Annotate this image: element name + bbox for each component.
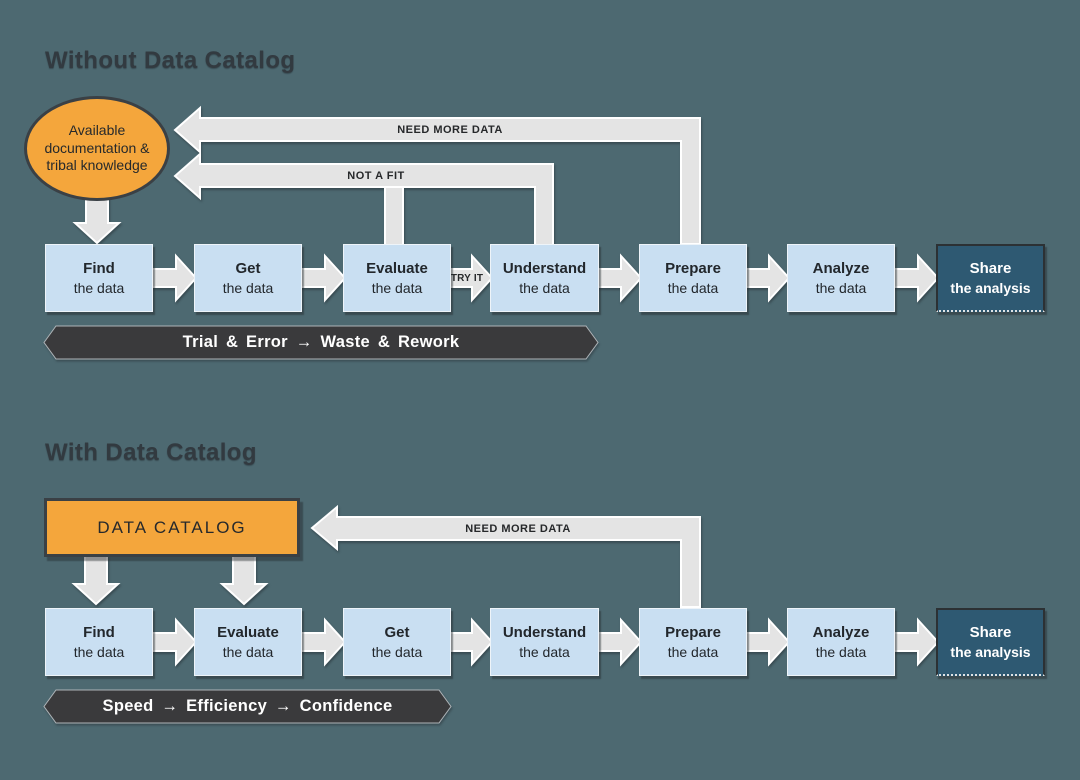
step-label: Evaluate (217, 624, 279, 642)
label-need-more-data-top: NEED MORE DATA (397, 123, 503, 136)
ellipse-line-1: Available (68, 122, 126, 139)
step-label: Understand (502, 260, 587, 278)
section-title-with: With Data Catalog (45, 439, 257, 466)
banner-shapes (43, 325, 599, 724)
arrow-catalog-to-evaluate (219, 555, 269, 606)
connector-evaluate-not-a-fit (384, 186, 404, 247)
arrow-get-understand-2 (447, 617, 494, 667)
arrow-evaluate-understand-try-it (447, 253, 494, 303)
banner-shape-speed (43, 689, 452, 724)
arrow-understand-prepare (594, 253, 643, 303)
step-label: Understand (502, 624, 587, 642)
arrow-prepare-analyze-2 (743, 617, 791, 667)
arrow-find-get (149, 253, 198, 303)
tribal-knowledge-ellipse: Available documentation & tribal knowled… (24, 96, 170, 201)
step-sublabel: the data (371, 643, 423, 660)
step-sublabel: the data (667, 643, 719, 660)
step-prepare-2: Prepare the data (639, 608, 747, 676)
step-sublabel: the data (371, 279, 423, 296)
step-understand-1: Understand the data (490, 244, 599, 312)
arrow-evaluate-get-2 (298, 617, 347, 667)
step-get-2: Get the data (343, 608, 451, 676)
label-need-more-data-bottom: NEED MORE DATA (465, 522, 571, 535)
step-sublabel: the data (667, 279, 719, 296)
step-share-2: Share the analysis (936, 608, 1045, 676)
step-sublabel: the data (815, 643, 867, 660)
arrow-find-evaluate-2 (149, 617, 198, 667)
banner-speed-efficiency: Speed → Efficiency → Confidence (102, 697, 393, 715)
step-sublabel: the analysis (950, 279, 1031, 296)
step-label: Find (83, 260, 115, 278)
arrow-catalog-to-find (71, 555, 121, 606)
step-evaluate-1: Evaluate the data (343, 244, 451, 312)
step-share-1: Share the analysis (936, 244, 1045, 312)
arrow-understand-prepare-2 (594, 617, 643, 667)
step-find-1: Find the data (45, 244, 153, 312)
arrow-get-evaluate (298, 253, 347, 303)
flow-arrows-group (71, 105, 940, 667)
step-label: Prepare (665, 624, 721, 642)
step-sublabel: the data (73, 279, 125, 296)
step-label: Prepare (665, 260, 721, 278)
step-label: Get (384, 624, 410, 642)
arrow-ellipse-to-find (72, 195, 122, 245)
step-label: Analyze (812, 624, 870, 642)
ellipse-line-2: documentation & (44, 139, 150, 156)
arrow-analyze-share-2 (891, 617, 940, 667)
step-label: Share (969, 624, 1012, 642)
arrow-need-more-data-bottom (310, 504, 701, 608)
step-analyze-2: Analyze the data (787, 608, 895, 676)
arrow-analyze-share (891, 253, 940, 303)
step-get-1: Get the data (194, 244, 302, 312)
step-sublabel: the data (519, 643, 570, 660)
step-prepare-1: Prepare the data (639, 244, 747, 312)
data-catalog-box: DATA CATALOG (44, 498, 300, 557)
step-label: Analyze (812, 260, 870, 278)
step-sublabel: the analysis (950, 643, 1031, 660)
label-try-it: TRY IT (450, 272, 484, 284)
arrow-prepare-analyze (743, 253, 791, 303)
step-sublabel: the data (222, 643, 274, 660)
step-sublabel: the data (73, 643, 125, 660)
banner-shape-trial-error (43, 325, 599, 360)
step-understand-2: Understand the data (490, 608, 599, 676)
step-evaluate-2: Evaluate the data (194, 608, 302, 676)
step-label: Share (969, 260, 1012, 278)
step-label: Evaluate (366, 260, 428, 278)
ellipse-line-3: tribal knowledge (46, 157, 148, 174)
step-sublabel: the data (222, 279, 274, 296)
step-sublabel: the data (815, 279, 867, 296)
step-sublabel: the data (519, 279, 570, 296)
label-not-a-fit: NOT A FIT (347, 169, 405, 182)
step-label: Find (83, 624, 115, 642)
banner-trial-error: Trial & Error → Waste & Rework (182, 333, 460, 351)
step-label: Get (235, 260, 261, 278)
step-analyze-1: Analyze the data (787, 244, 895, 312)
data-catalog-label: DATA CATALOG (97, 517, 247, 537)
step-find-2: Find the data (45, 608, 153, 676)
section-title-without: Without Data Catalog (45, 47, 296, 74)
